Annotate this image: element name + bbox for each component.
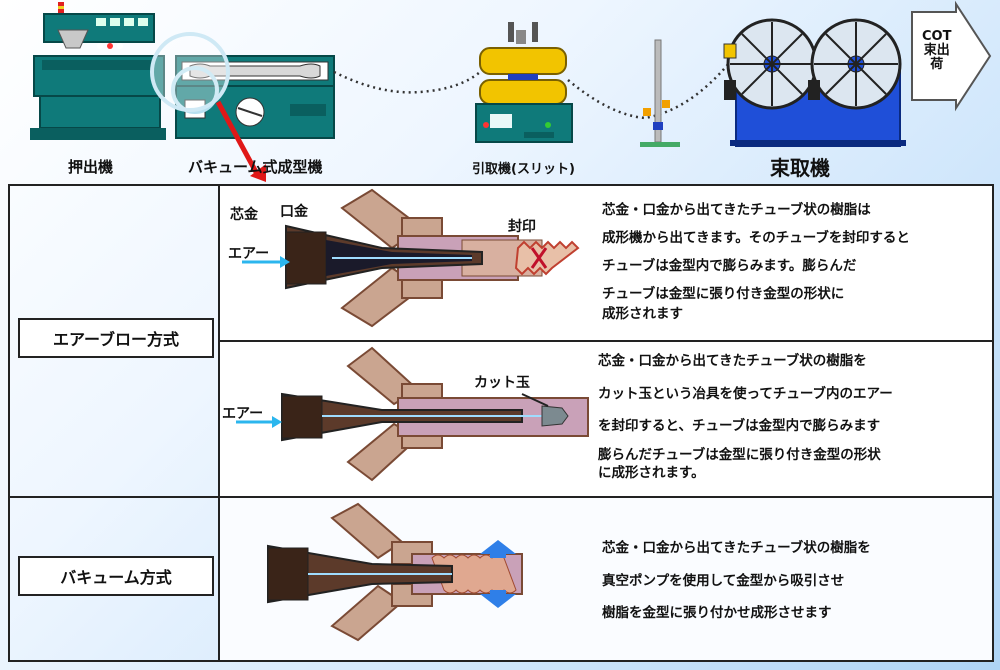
label-air-2: エアー <box>222 406 264 422</box>
extruder-illustration <box>30 2 166 140</box>
row2-desc-line-2: を封印すると、チューブは金型内で膨らみます <box>598 418 881 434</box>
row2-desc-line-4: に成形されます。 <box>598 465 705 481</box>
label-cut-ball: カット玉 <box>474 375 530 391</box>
caption-vacuum-machine: バキューム式成型機 <box>188 158 323 176</box>
vacuum-diagram <box>267 502 523 642</box>
winder-illustration <box>723 18 906 147</box>
puller-illustration <box>475 22 573 143</box>
caption-extruder: 押出機 <box>68 158 114 176</box>
label-seal: 封印 <box>508 219 536 235</box>
label-air-1: エアー <box>228 246 270 262</box>
caption-winder: 束取機 <box>770 156 830 180</box>
row3-desc-line-0: 芯金・口金から出てきたチューブ状の樹脂を <box>602 540 871 556</box>
row2-desc-line-0: 芯金・口金から出てきたチューブ状の樹脂を <box>598 353 867 369</box>
row1-desc-line-3: チューブは金型に張り付き金型の形状に <box>602 286 845 302</box>
red-pointer-arrow <box>215 100 259 174</box>
caption-puller: 引取機(スリット) <box>472 162 575 177</box>
guide-stand-illustration <box>640 39 680 147</box>
zoom-circle <box>150 32 230 112</box>
row3-desc-line-1: 真空ポンプを使用して金型から吸引させ <box>602 573 845 589</box>
row3-desc-line-2: 樹脂を金型に張り付かせ成形させます <box>602 605 832 621</box>
production-line-illustration <box>30 0 992 182</box>
method-table <box>8 184 994 662</box>
row1-desc-line-2: チューブは金型内で膨らみます。膨らんだ <box>602 258 857 274</box>
vacuum-up-arrow <box>480 540 516 558</box>
label-die: 口金 <box>280 204 308 220</box>
tube-path <box>333 70 481 94</box>
row1-desc-line-0: 芯金・口金から出てきたチューブ状の樹脂は <box>602 202 871 218</box>
row1-desc-line-1: 成形機から出てきます。そのチューブを封印すると <box>602 230 910 246</box>
method-air-blow-label: エアーブロー方式 <box>18 318 214 358</box>
label-core: 芯金 <box>230 207 258 223</box>
vacuum-down-arrow <box>480 590 516 608</box>
ship-arrow <box>911 0 992 112</box>
row2-desc-line-3: 膨らんだチューブは金型に張り付き金型の形状 <box>598 447 881 463</box>
air-blow-seal-diagram <box>242 188 580 328</box>
caption-ship: COT 束出 荷 <box>922 29 952 72</box>
air-blow-cut-ball-diagram <box>236 346 589 482</box>
method-vacuum-label: バキューム方式 <box>18 556 214 596</box>
row1-desc-line-4: 成形されます <box>602 306 683 322</box>
vacuum-forming-machine-illustration <box>171 55 335 139</box>
row2-desc-line-1: カット玉という冶具を使ってチューブ内のエアー <box>598 386 893 402</box>
